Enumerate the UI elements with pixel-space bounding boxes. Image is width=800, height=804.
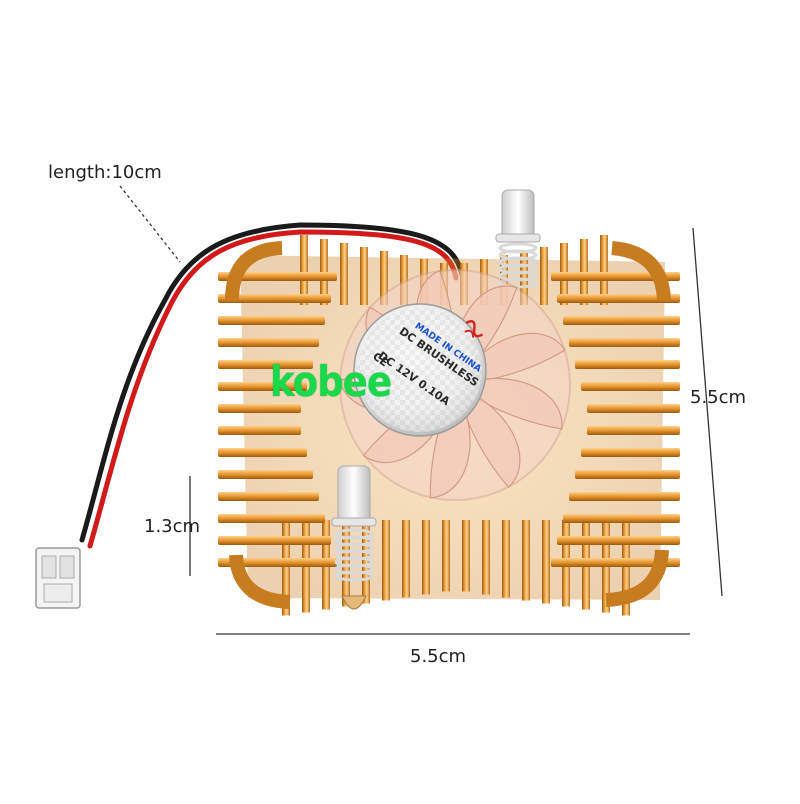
heatsink-fin bbox=[557, 536, 680, 545]
heatsink-fin bbox=[218, 558, 337, 567]
heatsink-fin bbox=[218, 448, 307, 457]
heatsink-fins-right bbox=[551, 272, 680, 567]
heatsink-fin bbox=[218, 470, 313, 479]
height-label: 5.5cm bbox=[690, 387, 747, 408]
heatsink-fin bbox=[402, 520, 410, 598]
thickness-label: 1.3cm bbox=[144, 516, 201, 537]
heatsink-fin bbox=[340, 243, 348, 305]
heatsink-fin bbox=[218, 426, 301, 435]
heatsink-fin bbox=[218, 404, 301, 413]
heatsink-fin bbox=[575, 470, 680, 479]
heatsink-fin bbox=[380, 251, 388, 305]
heatsink-fin bbox=[218, 382, 307, 391]
heatsink-fin bbox=[360, 247, 368, 305]
heatsink-fin bbox=[575, 360, 680, 369]
watermark-text: kobee bbox=[270, 357, 392, 406]
heatsink-fin bbox=[218, 360, 313, 369]
heatsink-fin bbox=[218, 294, 331, 303]
heatsink-fin bbox=[442, 520, 450, 592]
spring-coil bbox=[334, 570, 374, 582]
heatsink-fin bbox=[282, 520, 290, 616]
heatsink-fin bbox=[482, 520, 490, 595]
mounting-pin-bottom bbox=[331, 465, 377, 610]
width-label: 5.5cm bbox=[410, 646, 467, 667]
fan-logo-icon bbox=[464, 320, 484, 338]
heatsink-fin bbox=[218, 316, 325, 325]
heatsink-fin bbox=[587, 404, 680, 413]
heatsink-fin bbox=[569, 338, 680, 347]
heatsink-fin bbox=[400, 255, 408, 305]
cooling-fan: MADE IN CHINA DC BRUSHLESS DC 12V 0.10A … bbox=[338, 269, 571, 501]
heatsink-fin bbox=[563, 514, 680, 523]
heatsink-fin bbox=[382, 520, 390, 601]
heatsink-fin bbox=[540, 247, 548, 305]
heatsink-fin bbox=[557, 294, 680, 303]
heatsink-fin bbox=[587, 426, 680, 435]
heatsink-fin bbox=[218, 536, 331, 545]
heatsink-fin bbox=[218, 514, 325, 523]
heatsink-fin bbox=[522, 520, 530, 601]
heatsink-fin bbox=[218, 272, 337, 281]
heatsink-fin bbox=[300, 235, 308, 305]
height-dimension-line bbox=[692, 227, 723, 597]
heatsink-fin bbox=[551, 558, 680, 567]
two-pin-connector bbox=[35, 547, 81, 609]
heatsink-fin bbox=[542, 520, 550, 604]
heatsink-fin bbox=[600, 235, 608, 305]
heatsink-fin bbox=[218, 492, 319, 501]
cable-length-label: length:10cm bbox=[48, 162, 162, 183]
heatsink-fin bbox=[622, 520, 630, 616]
heatsink-fin bbox=[551, 272, 680, 281]
heatsink-fin bbox=[581, 382, 680, 391]
heatsink-fins-left bbox=[218, 272, 337, 567]
heatsink-fin bbox=[502, 520, 510, 598]
dimension-lines bbox=[119, 185, 723, 635]
length-leader-line bbox=[119, 185, 181, 263]
mounting-pin-top bbox=[495, 189, 541, 289]
heatsink-fin bbox=[462, 520, 470, 592]
heatsink-fin bbox=[218, 338, 319, 347]
heatsink-fin bbox=[342, 520, 350, 607]
fan-cable bbox=[79, 222, 465, 549]
heatsink-fin bbox=[569, 492, 680, 501]
heatsink-fin bbox=[581, 448, 680, 457]
heatsink-fin bbox=[563, 316, 680, 325]
heatsink-fin bbox=[362, 520, 370, 604]
heatsink-fin bbox=[422, 520, 430, 595]
